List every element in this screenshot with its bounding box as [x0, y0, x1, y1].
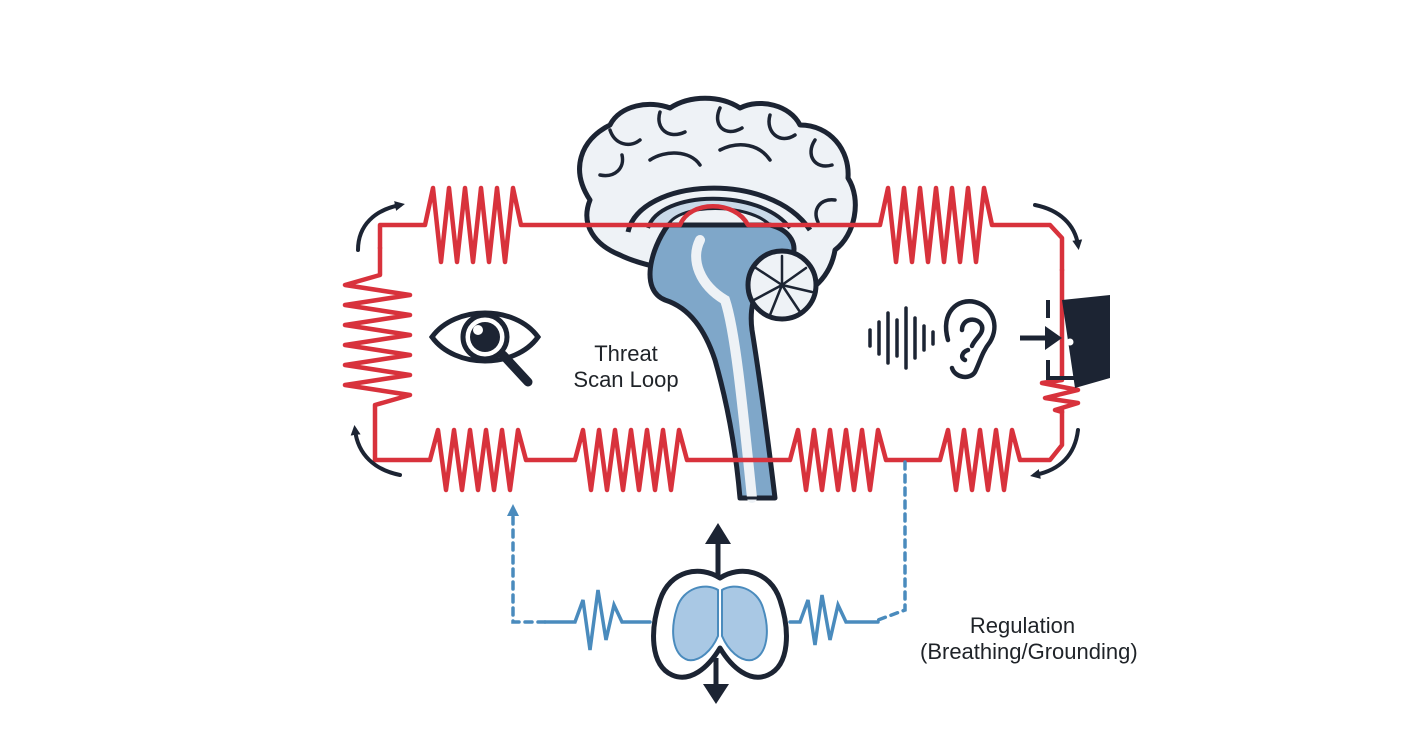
eye-magnifier-icon [428, 310, 542, 387]
arrow-up-icon [705, 523, 731, 575]
flow-arrows [350, 201, 1083, 479]
threat-label-line1: Threat [594, 341, 658, 366]
threat-scan-loop-label: Threat Scan Loop [556, 341, 696, 393]
regulation-label-line2: (Breathing/Grounding) [920, 639, 1138, 664]
threat-label-line2: Scan Loop [573, 367, 679, 392]
exit-door-icon [1020, 295, 1110, 388]
regulation-label: Regulation (Breathing/Grounding) [920, 613, 1138, 665]
sound-wave-icon [868, 306, 935, 370]
arrow-down-icon [703, 658, 729, 704]
regulation-path [507, 460, 907, 651]
lungs-icon [651, 568, 789, 680]
threat-loop [342, 185, 1081, 493]
regulation-label-line1: Regulation [969, 613, 1076, 638]
ear-icon [943, 299, 997, 380]
cerebellum [745, 248, 819, 322]
